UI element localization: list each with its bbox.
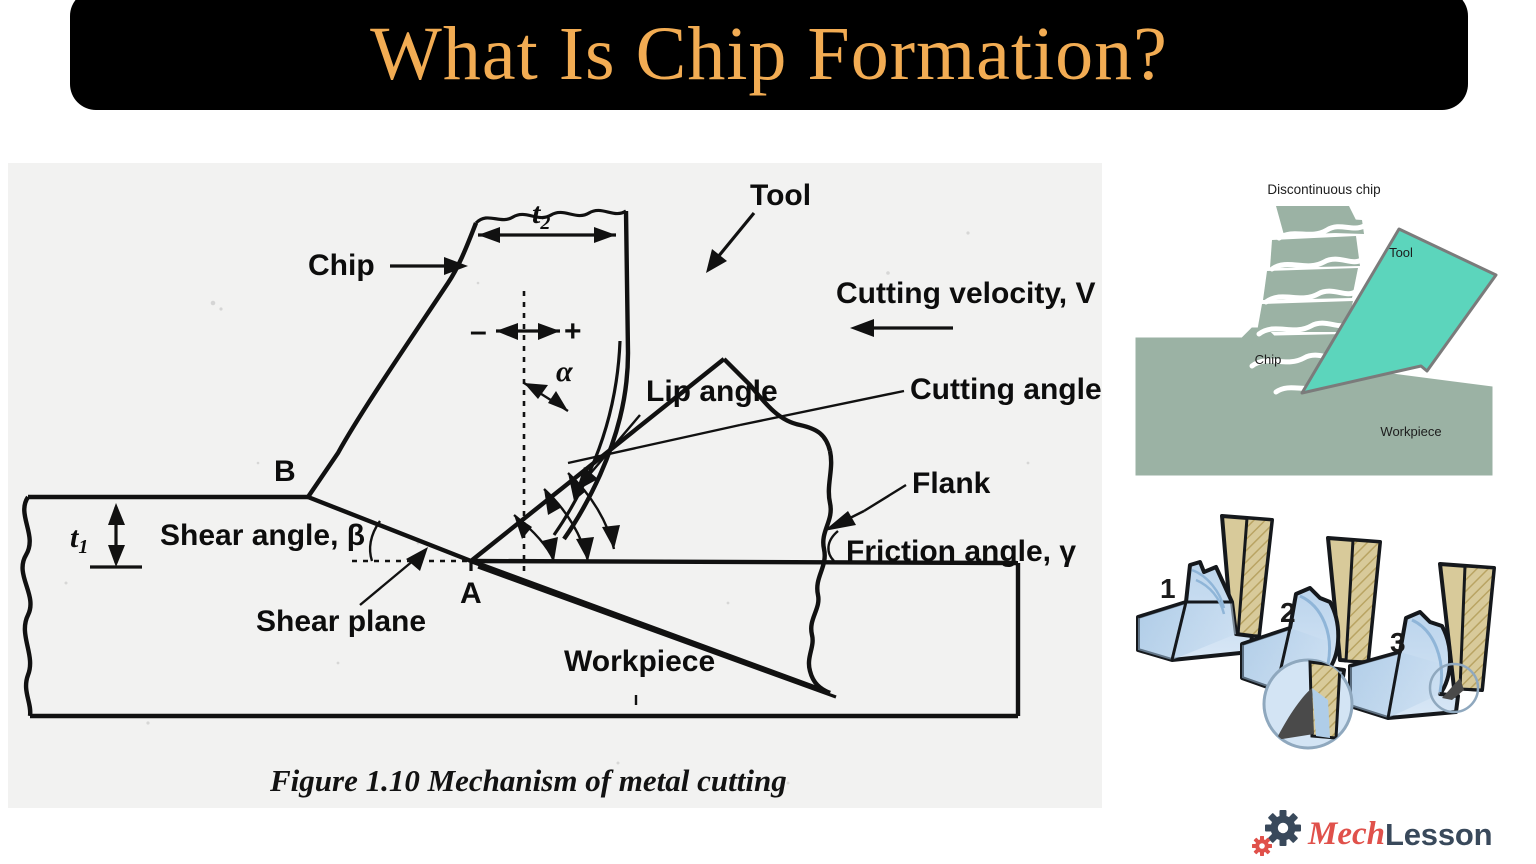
label-point-a: A [460,577,482,610]
rake-sign-indicator: – + [470,291,582,575]
flank-callout: Flank [824,467,991,531]
label-chip: Chip [308,249,375,282]
stage-number-3: 3 [1390,627,1406,658]
metal-cutting-diagram: t2 Chip – + α Tool [8,163,1102,808]
label-workpiece: Workpiece [1380,424,1441,439]
title-banner: What Is Chip Formation? [70,0,1468,110]
label-plus: + [564,315,582,348]
stage-number-1: 1 [1160,573,1176,604]
label-friction-angle: Friction angle, γ [846,535,1076,568]
friction-angle-callout: Friction angle, γ [827,530,1076,568]
label-chip: Chip [1255,352,1282,367]
figure-bg [8,163,1102,808]
small-gear-icon [1252,836,1272,856]
main-figure-metal-cutting: t2 Chip – + α Tool [8,163,1102,808]
shear-plane-callout: Shear plane [256,547,428,638]
stage-3: 3 [1348,562,1496,720]
label-cutting-angle: Cutting angle [910,373,1102,406]
stage-number-2: 2 [1280,597,1296,628]
large-gear-icon [1265,810,1301,846]
cutting-velocity-callout: Cutting velocity, V [836,277,1095,337]
chip-formation-stages-diagram: 1 2 3 [1136,514,1496,750]
page-title: What Is Chip Formation? [370,12,1168,96]
mechlesson-logo[interactable]: Mech Lesson [1252,808,1524,860]
discontinuous-chip-title: Discontinuous chip [1267,182,1380,197]
label-workpiece: Workpiece [564,645,715,678]
chip-formation-stages-figure: 1 2 3 [1124,502,1524,764]
label-alpha: α [556,355,573,388]
stage-1: 1 [1136,514,1274,662]
label-flank: Flank [912,467,991,500]
logo-lesson-text: Lesson [1385,816,1493,852]
label-tool: Tool [1389,245,1413,260]
label-shear-angle: Shear angle, β [160,519,365,552]
cutting-angle-callout: Cutting angle [567,373,1102,465]
lip-angle-callout: Lip angle [576,375,778,491]
chip-callout: Chip [308,249,468,282]
discontinuous-chip-diagram: Discontinuous chip Tool Chip Workpiece [1135,182,1498,476]
label-t2: t2 [532,197,550,234]
label-lip-angle: Lip angle [646,375,778,408]
tool-shape [1300,227,1498,395]
discontinuous-chip-figure: Discontinuous chip Tool Chip Workpiece [1124,170,1524,490]
tool-callout: Tool [706,179,811,273]
t2-dimension: t2 [478,197,616,243]
label-minus: – [470,315,487,348]
angle-arcs [513,472,620,562]
label-point-b: B [274,455,296,488]
alpha-angle: α [523,355,573,413]
label-shear-plane: Shear plane [256,605,426,638]
figure-caption: Figure 1.10 Mechanism of metal cutting [269,763,787,798]
label-cutting-velocity: Cutting velocity, V [836,277,1095,310]
logo-mech-text: Mech [1308,815,1385,852]
gear-icon [1252,810,1301,856]
label-tool: Tool [750,179,811,212]
label-t1: t1 [70,521,88,558]
t1-dimension: t1 [70,503,142,569]
magnifier-inset [1262,658,1354,750]
scan-speckles [64,231,1030,785]
